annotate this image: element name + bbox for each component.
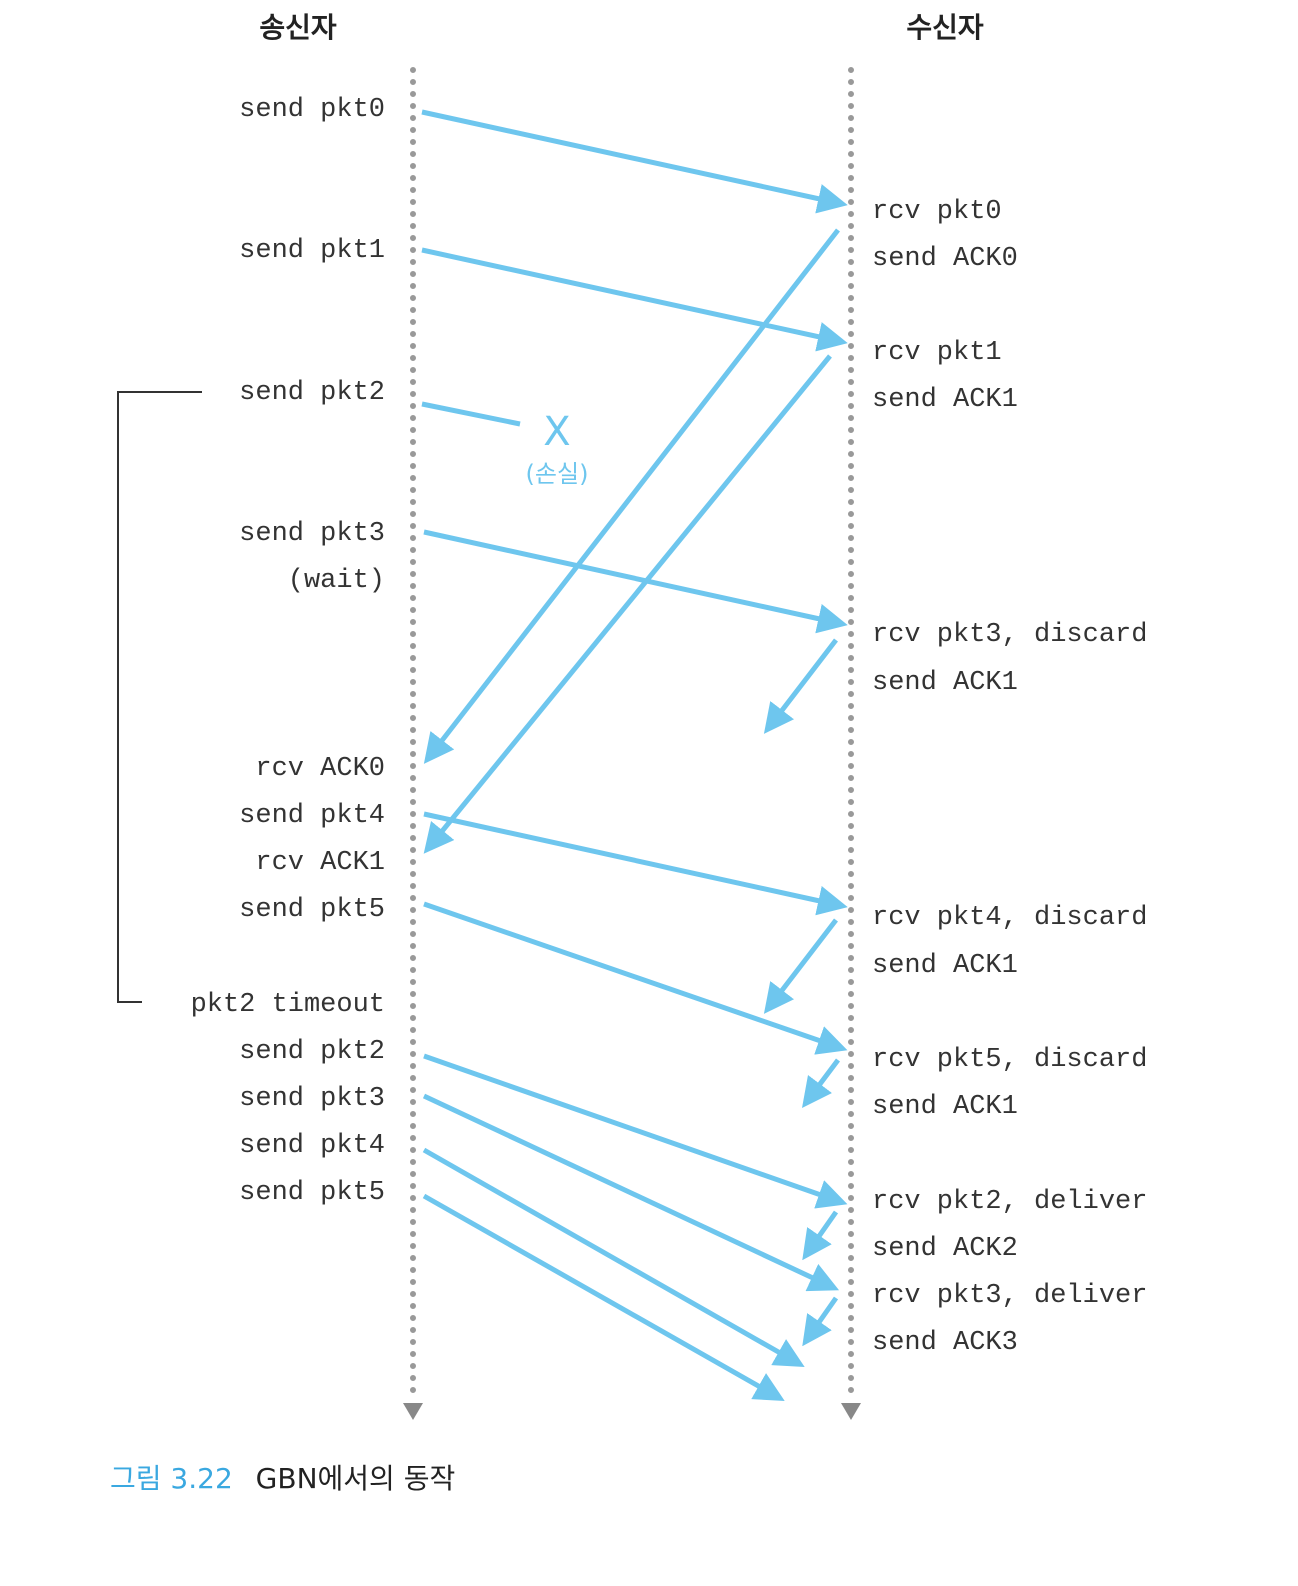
caption-number: 그림 3.22: [110, 1462, 233, 1495]
ack-arrow: [423, 354, 832, 854]
packet-arrow: [422, 1093, 840, 1292]
sender-event-label: send pkt2: [239, 378, 385, 408]
packet-arrow: [423, 901, 848, 1055]
packet-arrow: [422, 1147, 805, 1367]
sender-event-label: send pkt5: [239, 1178, 385, 1208]
loss-mark: X: [543, 409, 570, 455]
sender-event-label: send pkt3: [239, 519, 385, 549]
loss-label: (손실): [526, 460, 589, 488]
ack-arrow: [763, 638, 838, 734]
timeout-bracket: [117, 391, 202, 1003]
caption-title: GBN에서의 동작: [256, 1462, 456, 1495]
receiver-event-label: send ACK1: [872, 385, 1018, 415]
ack-arrow: [802, 1058, 840, 1108]
sender-header: 송신자: [259, 11, 337, 44]
packet-arrow: [423, 1053, 848, 1209]
ack-arrow: [763, 918, 838, 1014]
receiver-event-label: rcv pkt2, deliver: [872, 1187, 1147, 1217]
sender-event-label: send pkt5: [239, 895, 385, 925]
receiver-event-label: send ACK0: [872, 244, 1018, 274]
packet-arrow: [421, 247, 848, 352]
sender-event-label: rcv ACK0: [255, 754, 385, 784]
ack-arrow: [802, 1210, 839, 1261]
figure-caption: 그림 3.22 GBN에서의 동작: [110, 1462, 455, 1495]
sender-event-label: send pkt2: [239, 1037, 385, 1067]
sender-event-label: send pkt4: [239, 801, 385, 831]
lost-arrow: [421, 401, 521, 427]
receiver-timeline-arrowhead: [841, 1403, 861, 1420]
receiver-event-label: rcv pkt1: [872, 338, 1002, 368]
receiver-header: 수신자: [906, 11, 984, 44]
packet-arrow: [421, 109, 848, 214]
packet-arrow: [422, 1193, 785, 1401]
sender-event-label: (wait): [288, 566, 385, 596]
sender-event-label: send pkt4: [239, 1131, 385, 1161]
receiver-event-label: send ACK1: [872, 951, 1018, 981]
ack-arrow: [423, 228, 840, 764]
sender-event-label: send pkt1: [239, 236, 385, 266]
receiver-event-label: rcv pkt3, deliver: [872, 1281, 1147, 1311]
receiver-event-label: send ACK3: [872, 1328, 1018, 1358]
receiver-event-label: rcv pkt4, discard: [872, 903, 1147, 933]
packet-arrow: [423, 811, 848, 916]
receiver-event-label: rcv pkt3, discard: [872, 620, 1147, 650]
receiver-event-label: rcv pkt5, discard: [872, 1045, 1147, 1075]
sender-event-label: send pkt3: [239, 1084, 385, 1114]
packet-arrow: [423, 529, 848, 634]
sender-timeline-arrowhead: [403, 1403, 423, 1420]
sender-event-label: send pkt0: [239, 95, 385, 125]
receiver-event-label: send ACK2: [872, 1234, 1018, 1264]
sender-event-label: rcv ACK1: [255, 848, 385, 878]
receiver-event-label: send ACK1: [872, 668, 1018, 698]
receiver-event-label: send ACK1: [872, 1092, 1018, 1122]
receiver-event-label: rcv pkt0: [872, 197, 1002, 227]
ack-arrow: [802, 1296, 839, 1347]
sender-event-label: pkt2 timeout: [191, 990, 385, 1020]
